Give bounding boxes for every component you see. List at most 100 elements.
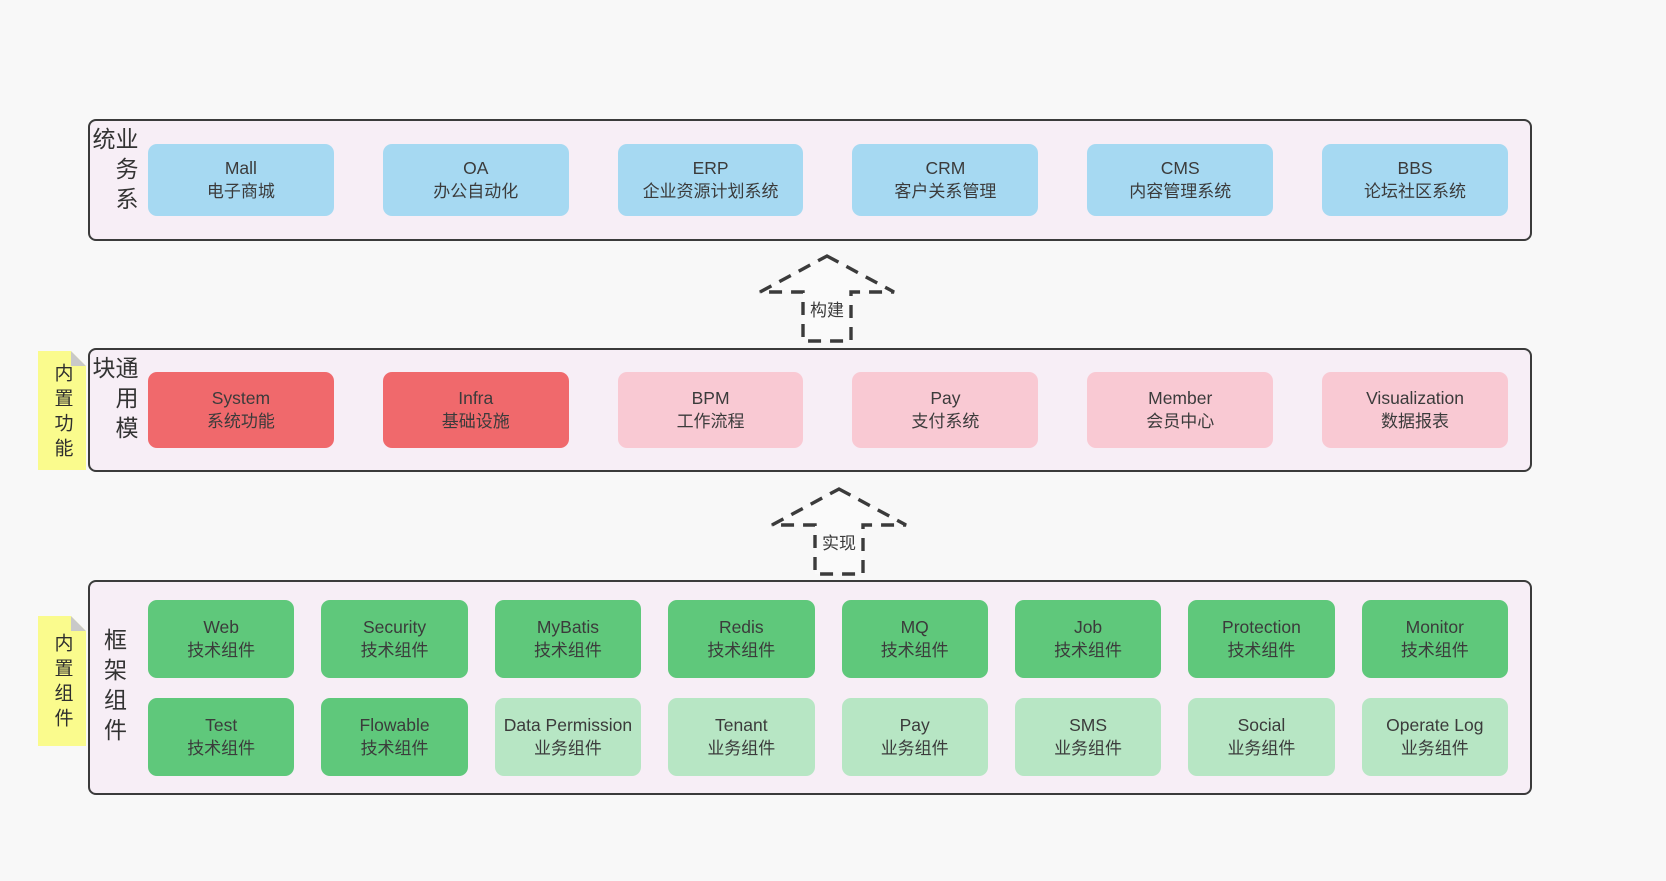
note-builtin-features: 内置功能	[38, 351, 86, 470]
box-subtitle: 电子商城	[206, 182, 275, 202]
box-bpm: BPM 工作流程	[617, 372, 804, 448]
layer-modules-boxes: System 系统功能 Infra 基础设施 BPM 工作流程 Pay 支付系统…	[136, 372, 1530, 448]
box-operate-log: Operate Log 业务组件	[1361, 697, 1508, 776]
box-social: Social 业务组件	[1188, 697, 1335, 776]
box-title: BPM	[691, 388, 730, 409]
arrow-realize: 实现	[769, 486, 909, 578]
box-subtitle: 技术组件	[360, 738, 429, 758]
box-title: Monitor	[1405, 616, 1464, 637]
box-title: Web	[203, 616, 240, 637]
box-system: System 系统功能	[148, 372, 334, 448]
box-title: Data Permission	[503, 714, 633, 735]
layer-components-label: 框架组件	[100, 627, 127, 748]
layer-business-boxes: Mall 电子商城 OA 办公自动化 ERP 企业资源计划系统 CRM 客户关系…	[136, 144, 1530, 216]
box-infra: Infra 基础设施	[382, 372, 569, 448]
box-mall: Mall 电子商城	[148, 144, 334, 216]
box-subtitle: 业务组件	[707, 738, 776, 758]
dashed-up-arrow-icon	[771, 487, 907, 576]
box-title: SMS	[1069, 714, 1108, 735]
folded-corner-icon	[71, 616, 86, 631]
layer-components-panel: 框架组件 Web 技术组件 Security 技术组件 MyBatis 技术组件…	[88, 580, 1532, 795]
box-subtitle: 内容管理系统	[1129, 182, 1232, 202]
box-tenant: Tenant 业务组件	[668, 697, 815, 776]
arrow-realize-label: 实现	[822, 534, 856, 553]
box-title: Operate Log	[1386, 714, 1484, 735]
box-subtitle: 技术组件	[187, 640, 256, 660]
box-subtitle: 支付系统	[911, 412, 980, 432]
box-subtitle: 技术组件	[1054, 640, 1123, 660]
arrow-build-label: 构建	[810, 301, 844, 320]
box-title: Security	[362, 616, 427, 637]
box-subtitle: 基础设施	[441, 412, 510, 432]
box-title: Protection	[1222, 616, 1301, 637]
box-monitor: Monitor 技术组件	[1361, 599, 1508, 678]
box-subtitle: 技术组件	[360, 640, 429, 660]
box-mq: MQ 技术组件	[841, 599, 988, 678]
box-erp: ERP 企业资源计划系统	[617, 144, 804, 216]
box-title: OA	[463, 158, 489, 179]
box-oa: OA 办公自动化	[382, 144, 569, 216]
box-title: Infra	[458, 388, 494, 409]
box-title: BBS	[1397, 158, 1433, 179]
box-cms: CMS 内容管理系统	[1087, 144, 1274, 216]
box-title: Visualization	[1366, 388, 1465, 409]
box-title: MQ	[900, 616, 929, 637]
box-job: Job 技术组件	[1014, 599, 1162, 678]
box-subtitle: 技术组件	[187, 738, 256, 758]
box-data-permission: Data Permission 业务组件	[494, 697, 642, 776]
box-title: ERP	[692, 158, 729, 179]
box-protection: Protection 技术组件	[1188, 599, 1335, 678]
box-crm: CRM 客户关系管理	[852, 144, 1039, 216]
box-subtitle: 业务组件	[880, 738, 949, 758]
box-subtitle: 技术组件	[707, 640, 776, 660]
box-subtitle: 业务组件	[533, 738, 602, 758]
box-subtitle: 办公自动化	[433, 182, 519, 202]
box-title: Flowable	[359, 714, 430, 735]
layer-modules-panel: 通用模块 System 系统功能 Infra 基础设施 BPM 工作流程 Pay…	[88, 348, 1532, 472]
components-row-2: Test 技术组件 Flowable 技术组件 Data Permission …	[148, 697, 1508, 776]
box-subtitle: 工作流程	[676, 412, 745, 432]
box-redis: Redis 技术组件	[668, 599, 815, 678]
box-subtitle: 论坛社区系统	[1364, 182, 1467, 202]
note-builtin-components: 内置组件	[38, 616, 86, 746]
box-bbs: BBS 论坛社区系统	[1322, 144, 1508, 216]
box-subtitle: 业务组件	[1227, 738, 1296, 758]
box-title: Pay	[930, 388, 961, 409]
arrow-build: 构建	[757, 253, 897, 345]
box-member: Member 会员中心	[1087, 372, 1274, 448]
layer-business-panel: 业务系统 Mall 电子商城 OA 办公自动化 ERP 企业资源计划系统 CRM…	[88, 119, 1532, 241]
box-subtitle: 会员中心	[1146, 412, 1215, 432]
layer-modules-label: 通用模块	[89, 356, 138, 446]
box-title: Mall	[224, 158, 257, 179]
layer-business-label: 业务系统	[89, 127, 138, 217]
box-title: Test	[205, 714, 238, 735]
box-visualization: Visualization 数据报表	[1322, 372, 1508, 448]
note-builtin-components-label: 内置组件	[51, 633, 73, 733]
box-flowable: Flowable 技术组件	[321, 697, 468, 776]
layer-components-boxes: Web 技术组件 Security 技术组件 MyBatis 技术组件 Redi…	[136, 599, 1530, 776]
components-row-1: Web 技术组件 Security 技术组件 MyBatis 技术组件 Redi…	[148, 599, 1508, 678]
box-subtitle: 技术组件	[1400, 640, 1469, 660]
box-subtitle: 业务组件	[1400, 738, 1469, 758]
box-web: Web 技术组件	[148, 599, 295, 678]
box-title: Tenant	[715, 714, 768, 735]
note-builtin-features-label: 内置功能	[51, 362, 73, 463]
box-subtitle: 数据报表	[1381, 412, 1450, 432]
box-pay-module: Pay 支付系统	[852, 372, 1039, 448]
box-sms: SMS 业务组件	[1014, 697, 1162, 776]
box-title: Pay	[899, 714, 930, 735]
box-title: Redis	[718, 616, 764, 637]
box-mybatis: MyBatis 技术组件	[494, 599, 642, 678]
dashed-up-arrow-icon	[759, 254, 895, 343]
box-title: MyBatis	[536, 616, 600, 637]
box-test: Test 技术组件	[148, 697, 295, 776]
box-title: CRM	[925, 158, 966, 179]
box-title: Social	[1237, 714, 1286, 735]
folded-corner-icon	[71, 351, 86, 366]
box-subtitle: 技术组件	[1227, 640, 1296, 660]
box-pay-component: Pay 业务组件	[841, 697, 988, 776]
box-title: Member	[1148, 388, 1213, 409]
box-subtitle: 技术组件	[880, 640, 949, 660]
box-subtitle: 系统功能	[206, 412, 275, 432]
